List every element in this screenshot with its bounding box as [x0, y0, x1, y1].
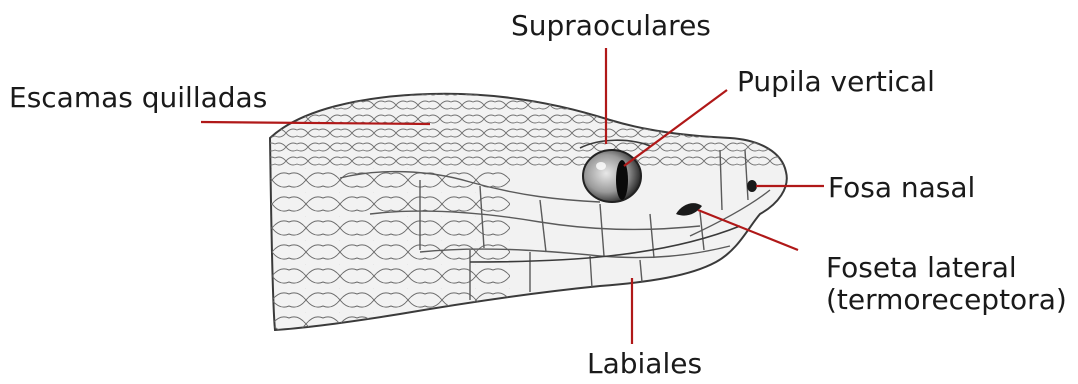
eye — [583, 150, 641, 202]
label-foseta-lateral: Foseta lateral (termoreceptora) — [826, 252, 1067, 316]
label-foseta-lateral-line1: Foseta lateral — [826, 252, 1067, 284]
vertical-pupil — [616, 160, 628, 200]
nostril — [747, 180, 757, 192]
eye-highlight — [596, 162, 606, 170]
label-escamas-quilladas: Escamas quilladas — [9, 82, 267, 114]
snake-head — [270, 90, 790, 335]
label-supraoculares: Supraoculares — [511, 10, 711, 42]
body-scales-area — [270, 165, 510, 335]
label-fosa-nasal: Fosa nasal — [828, 172, 975, 204]
label-pupila-vertical: Pupila vertical — [737, 66, 935, 98]
label-labiales: Labiales — [587, 348, 702, 380]
label-foseta-lateral-line2: (termoreceptora) — [826, 284, 1067, 316]
